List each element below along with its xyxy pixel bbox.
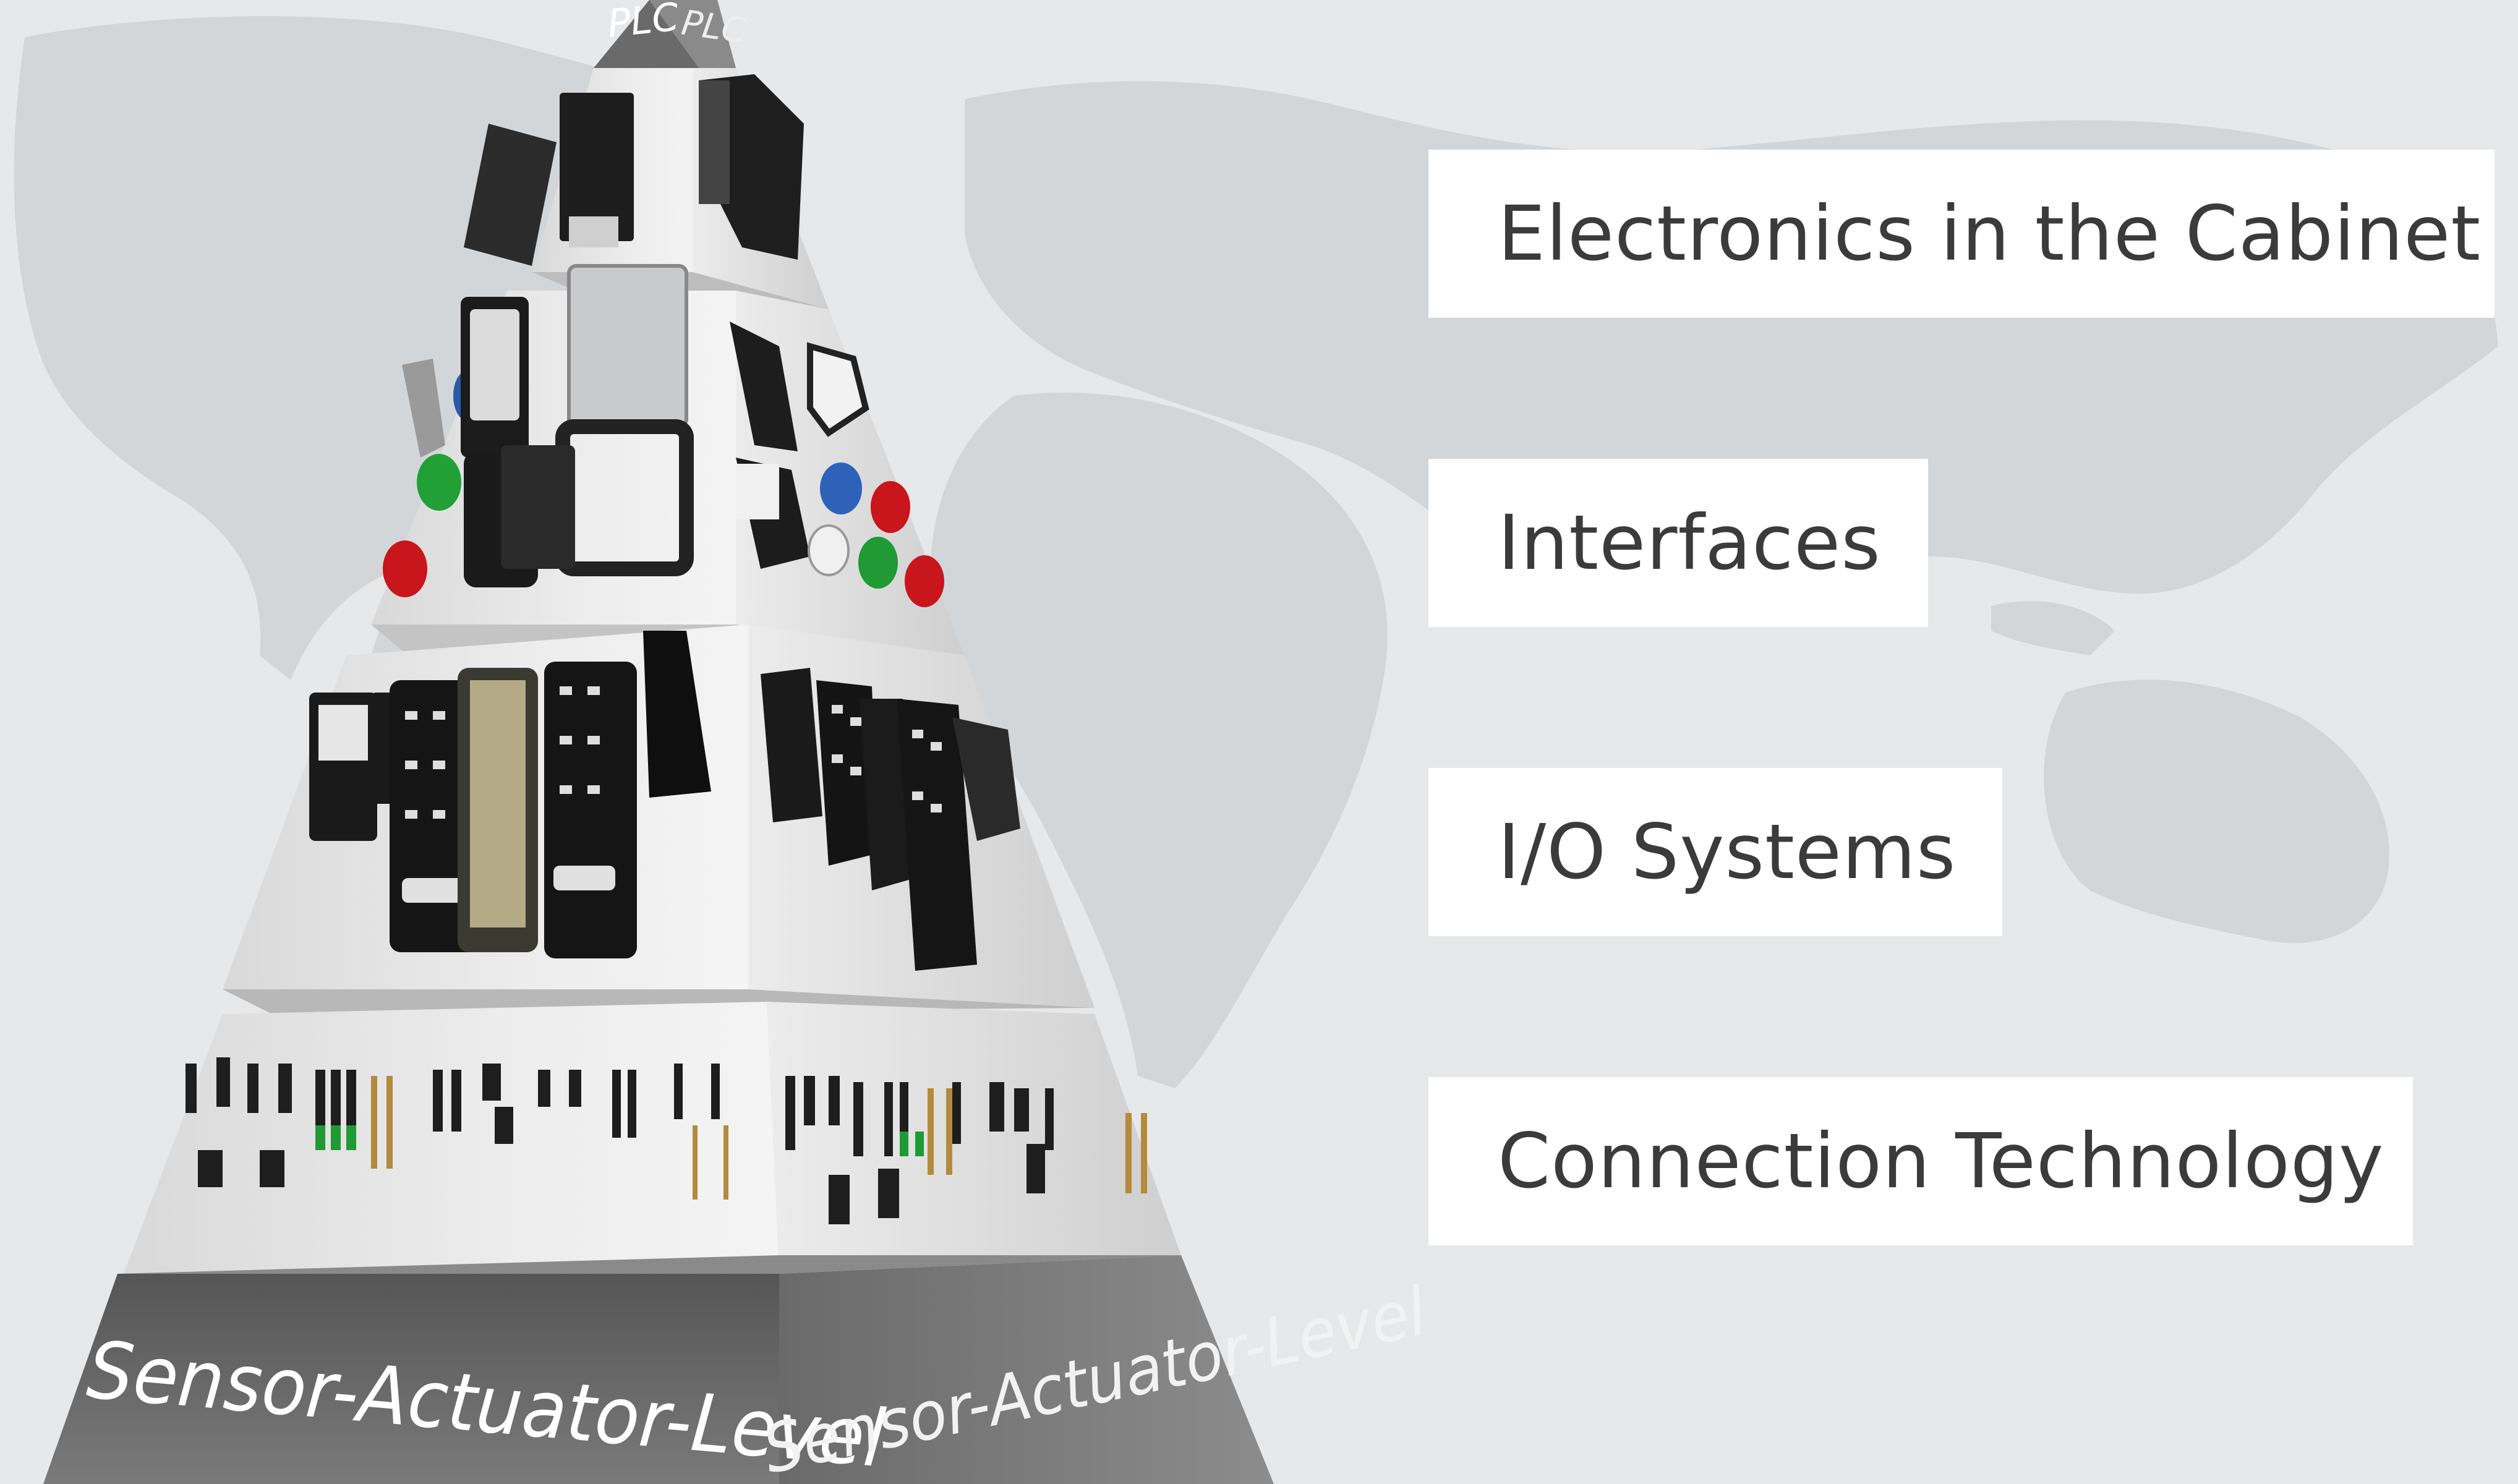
category-text-interfaces: Interfaces [1498, 499, 1881, 587]
category-text-electronics: Electronics in the Cabinet [1498, 190, 2482, 278]
tier-connection-technology [124, 1002, 1181, 1274]
plc-label-side: PLC [679, 2, 748, 51]
tier-plc: PLC PLC [594, 0, 748, 68]
category-label-connection-technology: Connection Technology [1428, 1077, 2413, 1245]
tier-base: Sensor-Actuator-Level Sensor-Actuator-Le… [43, 1255, 1433, 1484]
category-text-io-systems: I/O Systems [1498, 808, 1957, 896]
tier-io-systems [223, 625, 1095, 1014]
category-text-connection-technology: Connection Technology [1498, 1117, 2384, 1205]
category-label-io-systems: I/O Systems [1428, 768, 2002, 936]
tier-interfaces [371, 264, 965, 655]
category-label-electronics: Electronics in the Cabinet [1428, 150, 2495, 318]
category-label-interfaces: Interfaces [1428, 459, 1928, 627]
plc-label-front: PLC [605, 0, 681, 46]
